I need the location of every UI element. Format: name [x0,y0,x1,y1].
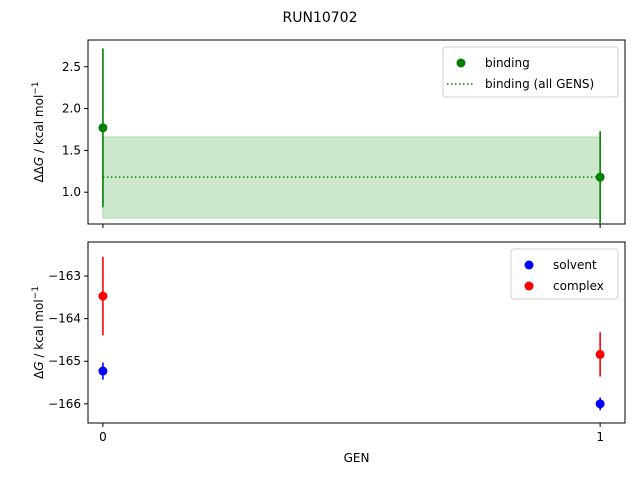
y-tick-label: 1.5 [62,143,81,157]
y-axis-label: ΔΔG / kcal mol−1 [31,81,46,182]
axes-frame [87,39,626,225]
legend-marker [456,58,466,68]
data-point [98,291,108,301]
y-tick-label: −163 [48,269,81,283]
data-point [595,399,605,409]
legend-label: complex [553,279,604,293]
legend: binding binding (all GENS) [442,46,619,98]
legend-marker [524,260,534,270]
x-tick-label: 0 [99,430,107,444]
data-point [595,172,605,182]
legend-marker [524,281,534,291]
y-tick-label: 2.5 [62,60,81,74]
data-point [98,366,108,376]
y-tick-label: 2.0 [62,102,81,116]
data-point [98,123,108,133]
legend-label: binding (all GENS) [485,77,594,91]
y-axis-label: ΔG / kcal mol−1 [31,286,46,379]
data-point [595,349,605,359]
y-tick-label: −165 [48,354,81,368]
figure-title: RUN10702 [283,10,358,26]
legend-frame [510,248,619,300]
legend-label: solvent [553,258,597,272]
legend-frame [442,46,619,98]
x-tick-label: 1 [596,430,604,444]
y-tick-label: −166 [48,397,81,411]
legend-label: binding [485,56,530,70]
y-tick-label: −164 [48,312,81,326]
x-axis-label: GEN [344,451,370,465]
axes-frame [87,241,626,424]
y-tick-label: 1.0 [62,185,81,199]
legend: solvent complex [510,248,619,300]
